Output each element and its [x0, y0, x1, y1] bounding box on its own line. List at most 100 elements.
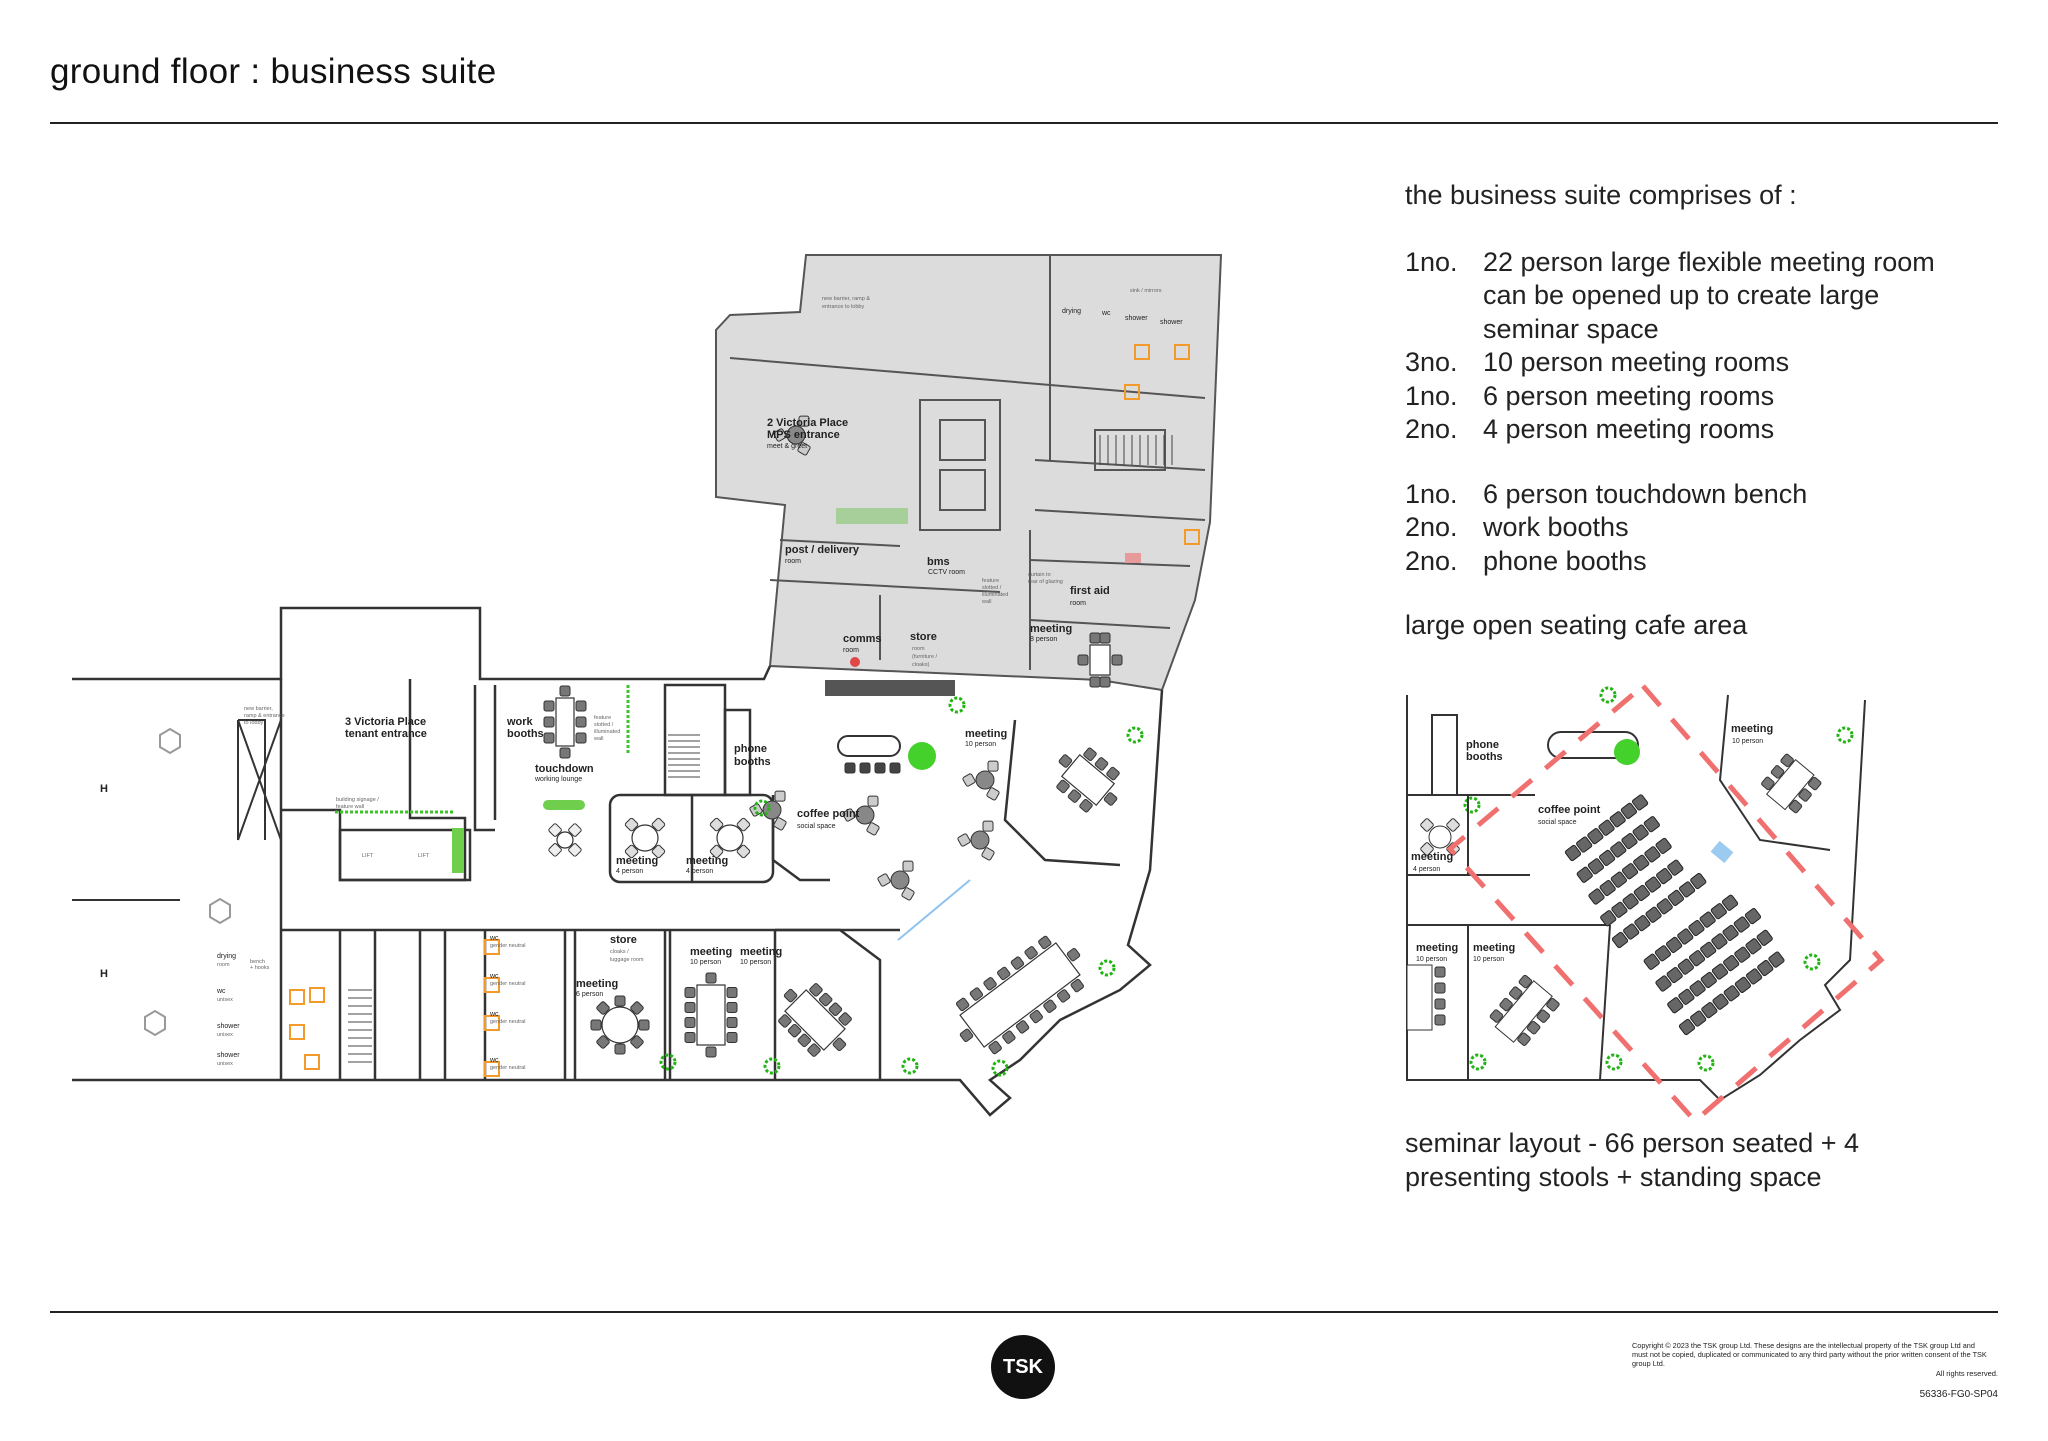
rights-text: All rights reserved. — [1935, 1369, 1998, 1378]
chair — [773, 428, 787, 442]
summary-item: 2no.phone booths — [1405, 545, 1935, 579]
label-feature: wall — [593, 736, 603, 742]
chair — [957, 833, 971, 847]
label-bench: bench — [250, 959, 265, 965]
label-meeting: meeting — [616, 855, 658, 867]
sanitary-fitting — [289, 1024, 305, 1040]
inset-caption: seminar layout - 66 person seated + 4 pr… — [1405, 1127, 1859, 1194]
copyright-text: Copyright © 2023 the TSK group Ltd. Thes… — [1632, 1341, 1987, 1368]
chair — [1807, 776, 1822, 791]
label-capacity: 4 person — [686, 868, 713, 875]
seat — [1600, 910, 1617, 927]
label-capacity: 6 person — [576, 991, 603, 998]
cafe-note: large open seating cafe area — [1405, 610, 1748, 640]
sanitary-fitting — [289, 989, 305, 1005]
chair — [797, 442, 811, 456]
chair — [828, 1002, 843, 1017]
chair — [969, 987, 984, 1001]
plant — [753, 799, 771, 817]
plant — [1098, 959, 1116, 977]
seat-row — [1611, 872, 1707, 949]
summary-item: 1no.22 person large flexible meeting roo… — [1405, 246, 1935, 347]
table-top — [1765, 758, 1815, 811]
label-barrier: ramp & entrance — [244, 713, 285, 719]
table-top — [601, 1006, 639, 1044]
folding-partition — [897, 879, 971, 941]
seat — [1631, 794, 1649, 811]
cafe-table — [842, 795, 880, 836]
plant — [901, 1057, 919, 1075]
seat-row — [1576, 816, 1660, 883]
table-top — [1060, 753, 1116, 807]
chair — [736, 844, 751, 859]
chair — [1089, 676, 1101, 688]
label-first-aid: first aid — [1070, 585, 1110, 597]
chair — [590, 1019, 602, 1031]
seat — [1711, 963, 1729, 980]
item-line: 22 person large flexible meeting room — [1483, 246, 1935, 277]
meeting-table — [709, 817, 751, 859]
seat — [1576, 866, 1593, 883]
chair — [1067, 789, 1082, 803]
seat — [1690, 872, 1707, 890]
seminar-area-outline — [1446, 682, 1885, 1125]
seat — [1633, 854, 1650, 871]
seat — [1564, 844, 1582, 862]
footer-divider — [50, 1311, 1998, 1313]
seat — [1656, 868, 1673, 885]
sanitary-fitting — [484, 1061, 500, 1077]
chair — [1489, 1009, 1504, 1023]
chair — [832, 1037, 847, 1052]
meeting-table — [590, 995, 650, 1055]
label-unisex: unisex — [217, 1032, 233, 1038]
chair — [773, 817, 787, 831]
chair — [575, 700, 587, 712]
seat — [1656, 898, 1673, 915]
seat — [1700, 971, 1717, 989]
seat-row — [1667, 929, 1773, 1014]
chair — [1517, 1032, 1531, 1046]
seat — [1655, 837, 1672, 855]
table-top — [890, 870, 910, 890]
chair — [548, 823, 562, 837]
label-drying: drying — [1062, 308, 1081, 315]
label-capacity: 10 person — [1473, 956, 1504, 963]
label-feature: illuminated — [594, 729, 620, 735]
summary-item: 2no.work booths — [1405, 511, 1935, 545]
meeting-table — [624, 817, 666, 859]
seminar-layout-inset: phone booths coffee point social space m… — [1406, 682, 1885, 1125]
seat — [1734, 946, 1751, 963]
label-store-sub: (furniture / — [912, 654, 938, 660]
label-signage: feature wall — [336, 804, 364, 810]
seat — [1667, 889, 1685, 906]
chair — [1420, 818, 1434, 832]
seat — [1689, 980, 1706, 997]
planter — [836, 508, 908, 524]
table-top — [1494, 980, 1553, 1043]
label-unisex: unisex — [217, 997, 233, 1003]
label-meeting: meeting — [740, 946, 782, 958]
label-cloaks: cloaks / — [610, 949, 629, 955]
label-phone: phone — [1466, 739, 1499, 751]
label-gender-neutral: gender neutral — [490, 981, 525, 987]
bench-seating — [825, 680, 955, 696]
chair — [575, 716, 587, 728]
plant — [1803, 953, 1821, 971]
chair — [705, 1046, 717, 1058]
meeting-table — [548, 823, 582, 857]
table-top — [631, 824, 659, 852]
chair — [997, 966, 1011, 981]
seat — [1645, 906, 1662, 923]
label-meeting: meeting — [576, 978, 618, 990]
seat — [1599, 879, 1616, 897]
chair — [568, 843, 582, 857]
chair — [783, 988, 798, 1003]
seat — [1610, 841, 1627, 858]
chair — [787, 1023, 802, 1038]
label-room: room — [1070, 600, 1086, 607]
label-capacity: 10 person — [1416, 956, 1447, 963]
plant — [1836, 726, 1854, 744]
chair — [1434, 998, 1446, 1010]
chair — [986, 787, 1000, 801]
